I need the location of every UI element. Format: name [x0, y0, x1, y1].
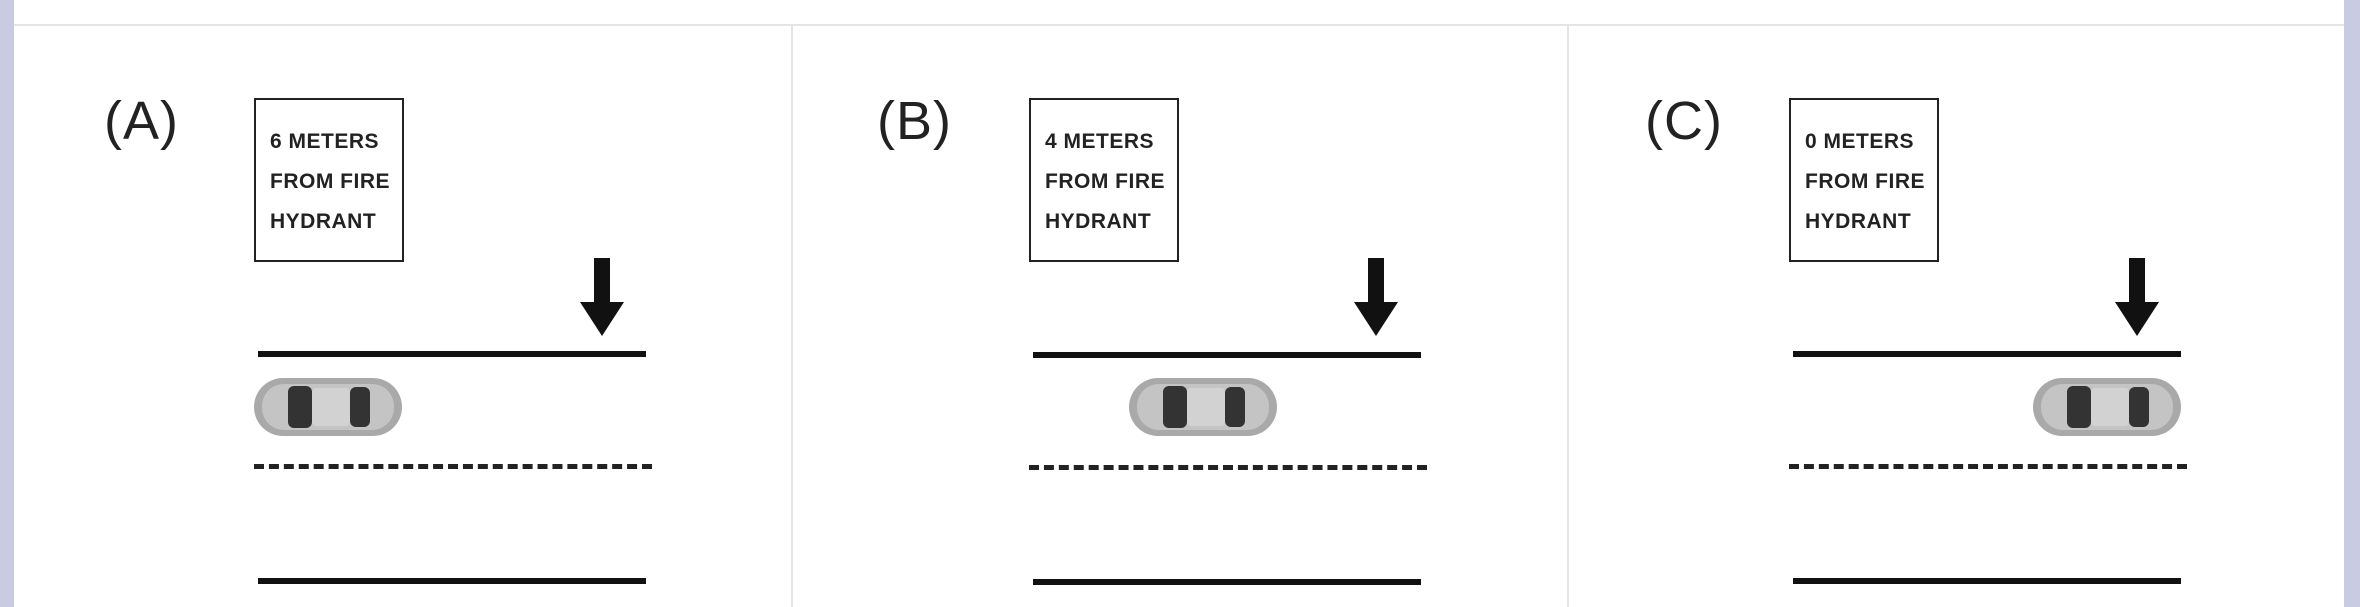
sign-line: HYDRANT	[1805, 210, 1912, 233]
road-edge-line	[1033, 579, 1421, 585]
figure-frame: (A) 6 METERS FROM FIRE HYDRANT (B) 4 MET…	[14, 0, 2344, 607]
down-arrow-icon	[1354, 258, 1398, 343]
distance-sign: 4 METERS FROM FIRE HYDRANT	[1029, 98, 1179, 262]
curb-line	[1033, 352, 1421, 358]
curb-line	[1793, 351, 2181, 357]
distance-sign: 0 METERS FROM FIRE HYDRANT	[1789, 98, 1939, 262]
road-edge-line	[1793, 578, 2181, 584]
panel-b: (B) 4 METERS FROM FIRE HYDRANT	[791, 0, 1567, 607]
sign-line: FROM FIRE	[1045, 170, 1165, 193]
road-edge-line	[258, 578, 646, 584]
down-arrow-icon	[2115, 258, 2159, 343]
down-arrow-icon	[580, 258, 624, 343]
panel-label: (A)	[104, 91, 179, 151]
top-border	[14, 24, 2344, 26]
sign-line: HYDRANT	[1045, 210, 1152, 233]
sign-line: 6 METERS	[270, 130, 380, 153]
panel-label: (C)	[1645, 91, 1723, 151]
sign-line: HYDRANT	[270, 210, 377, 233]
sign-line: FROM FIRE	[270, 170, 390, 193]
car-icon	[252, 374, 404, 445]
lane-divider	[254, 464, 652, 469]
sign-line: 4 METERS	[1045, 130, 1155, 153]
lane-divider	[1789, 464, 2187, 469]
panel-c: (C) 0 METERS FROM FIRE HYDRANT	[1567, 0, 2343, 607]
curb-line	[258, 351, 646, 357]
panel-a: (A) 6 METERS FROM FIRE HYDRANT	[14, 0, 790, 607]
lane-divider	[1029, 465, 1427, 470]
car-icon	[1127, 374, 1279, 445]
panel-divider	[1567, 24, 1569, 607]
distance-sign: 6 METERS FROM FIRE HYDRANT	[254, 98, 404, 262]
car-icon	[2031, 374, 2183, 445]
sign-line: FROM FIRE	[1805, 170, 1925, 193]
sign-line: 0 METERS	[1805, 130, 1915, 153]
panel-label: (B)	[877, 91, 952, 151]
panel-divider	[791, 24, 793, 607]
